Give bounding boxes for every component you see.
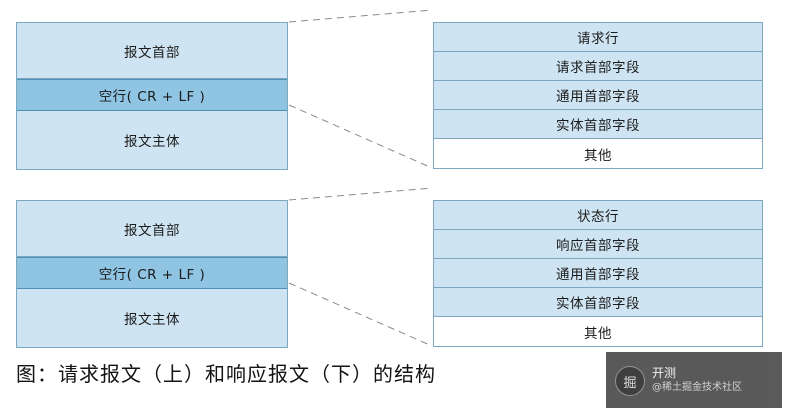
request-body-label: 报文主体 <box>124 134 180 150</box>
request-header-row: 报文首部 <box>17 23 287 79</box>
detail-row: 状态行 <box>434 201 762 230</box>
request-header-label: 报文首部 <box>124 44 180 61</box>
response-body-label: 报文主体 <box>124 312 180 328</box>
detail-row-label: 实体首部字段 <box>556 118 640 134</box>
response-body-row: 报文主体 <box>17 289 287 347</box>
request-header-detail-table: 请求行 请求首部字段 通用首部字段 实体首部字段 其他 <box>433 22 763 169</box>
detail-row: 实体首部字段 <box>434 110 762 139</box>
watermark-logo-icon: 掘 <box>615 366 645 396</box>
detail-row-label: 请求行 <box>577 31 619 47</box>
watermark-subtitle: @稀土掘金技术社区 <box>652 382 742 393</box>
detail-row: 请求行 <box>434 23 762 52</box>
request-body-row: 报文主体 <box>17 111 287 169</box>
watermark: 掘 开测 @稀土掘金技术社区 <box>606 352 782 408</box>
detail-row-label: 通用首部字段 <box>556 89 640 105</box>
response-header-label: 报文首部 <box>124 222 180 239</box>
watermark-title: 开测 <box>652 366 677 380</box>
detail-row-label: 其他 <box>584 147 612 164</box>
detail-row: 请求首部字段 <box>434 52 762 81</box>
detail-row-label: 其他 <box>584 325 612 342</box>
detail-row-label: 通用首部字段 <box>556 267 640 283</box>
detail-row-label: 请求首部字段 <box>556 60 640 76</box>
figure-caption: 图：请求报文（上）和响应报文（下）的结构 <box>16 362 436 386</box>
detail-row-label: 状态行 <box>577 209 619 225</box>
detail-row: 响应首部字段 <box>434 230 762 259</box>
detail-row: 其他 <box>434 139 762 168</box>
request-message-block: 报文首部 空行( CR + LF ) 报文主体 <box>16 22 288 170</box>
detail-row: 通用首部字段 <box>434 81 762 110</box>
detail-row-label: 响应首部字段 <box>556 238 640 254</box>
detail-row: 通用首部字段 <box>434 259 762 288</box>
response-blank-line-label: 空行( CR + LF ) <box>98 267 206 283</box>
request-blank-line-label: 空行( CR + LF ) <box>98 89 206 105</box>
request-blank-line-row: 空行( CR + LF ) <box>17 79 287 111</box>
detail-row-label: 实体首部字段 <box>556 296 640 312</box>
detail-row: 实体首部字段 <box>434 288 762 317</box>
response-blank-line-row: 空行( CR + LF ) <box>17 257 287 289</box>
response-message-block: 报文首部 空行( CR + LF ) 报文主体 <box>16 200 288 348</box>
detail-row: 其他 <box>434 317 762 346</box>
response-header-row: 报文首部 <box>17 201 287 257</box>
response-header-detail-table: 状态行 响应首部字段 通用首部字段 实体首部字段 其他 <box>433 200 763 347</box>
